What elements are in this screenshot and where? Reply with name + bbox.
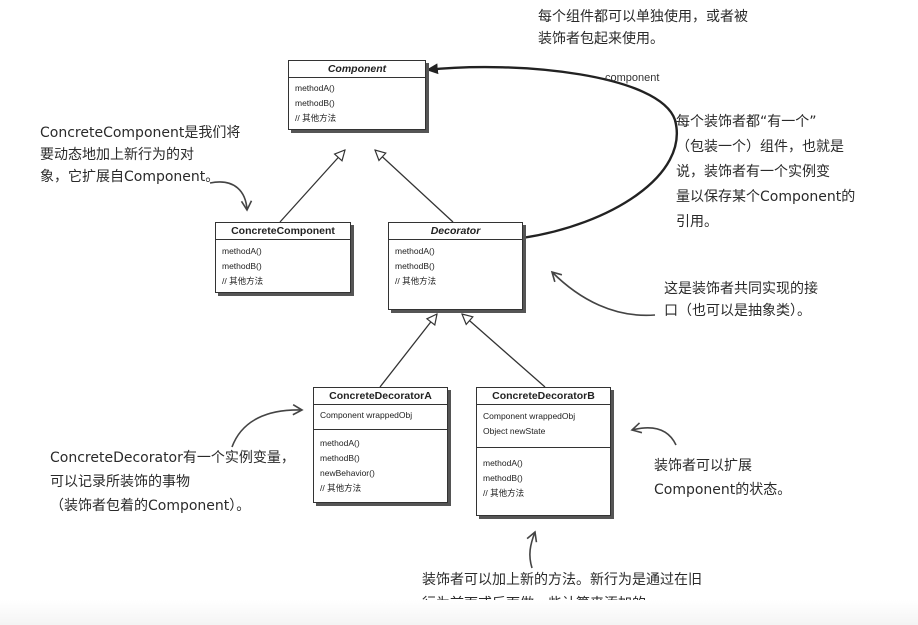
- method: methodB(): [320, 453, 360, 463]
- bottom-shading: [0, 600, 918, 625]
- method: methodA(): [483, 458, 523, 468]
- methods-section: methodA() methodB() // 其他方法: [477, 448, 610, 515]
- class-name: ConcreteDecoratorB: [477, 388, 610, 405]
- method: // 其他方法: [295, 113, 337, 123]
- method: newBehavior(): [320, 468, 375, 478]
- inherit-decorator-to-component: [375, 150, 454, 223]
- inherit-concretecomponent-to-component: [279, 150, 345, 223]
- pointer-arrow-concretecomponent-note: [209, 181, 253, 212]
- fields-section: Component wrappedObj Object newState: [477, 405, 610, 448]
- methods-section: methodA() methodB() // 其他方法: [289, 78, 425, 129]
- note-line: 这是装饰者共同实现的接: [664, 281, 818, 297]
- methods-section: methodA() methodB() newBehavior() // 其他方…: [314, 430, 447, 502]
- field: Component wrappedObj: [320, 410, 413, 420]
- method: methodB(): [295, 98, 335, 108]
- note-line: 每个组件都可以单独使用，或者被: [538, 9, 748, 25]
- method: // 其他方法: [222, 276, 264, 286]
- pointer-arrow-decoratora-note: [231, 404, 304, 448]
- class-name: ConcreteDecoratorA: [314, 388, 447, 405]
- pointer-arrow-decorator-interface-note: [550, 270, 656, 317]
- note-decorator-has-a: 每个装饰者都“有一个” （包装一个）组件，也就是 说，装饰者有一个实例变 量以保…: [676, 110, 855, 235]
- methods-section: methodA() methodB() // 其他方法: [216, 240, 350, 292]
- class-component: Component methodA() methodB() // 其他方法: [288, 60, 426, 130]
- note-line: 象，它扩展自Component。: [40, 169, 220, 185]
- method: // 其他方法: [395, 276, 437, 286]
- method: methodA(): [222, 246, 262, 256]
- method: methodB(): [483, 473, 523, 483]
- note-top: 每个组件都可以单独使用，或者被 装饰者包起来使用。: [538, 6, 748, 50]
- note-line: 要动态地加上新行为的对: [40, 147, 194, 163]
- note-line: 每个装饰者都“有一个”: [676, 114, 817, 130]
- methods-section: methodA() methodB() // 其他方法: [389, 240, 522, 309]
- method: methodA(): [395, 246, 435, 256]
- method: // 其他方法: [483, 488, 525, 498]
- class-decorator: Decorator methodA() methodB() // 其他方法: [388, 222, 523, 310]
- note-line: （装饰者包着的Component）。: [50, 498, 251, 514]
- note-line: 量以保存某个Component的: [676, 189, 856, 205]
- method: methodA(): [320, 438, 360, 448]
- class-concrete-decorator-a: ConcreteDecoratorA Component wrappedObj …: [313, 387, 448, 503]
- note-line: 说，装饰者有一个实例变: [676, 164, 830, 180]
- note-concrete-decorator-a: ConcreteDecorator有一个实例变量， 可以记录所装饰的事物 （装饰…: [50, 446, 295, 518]
- note-line: 口（也可以是抽象类）。: [664, 303, 811, 319]
- class-name: ConcreteComponent: [216, 223, 350, 240]
- method: methodA(): [295, 83, 335, 93]
- note-concrete-decorator-b: 装饰者可以扩展 Component的状态。: [654, 454, 791, 502]
- class-concrete-component: ConcreteComponent methodA() methodB() //…: [215, 222, 351, 293]
- class-concrete-decorator-b: ConcreteDecoratorB Component wrappedObj …: [476, 387, 611, 516]
- note-concrete-component: ConcreteComponent是我们将 要动态地加上新行为的对 象，它扩展自…: [40, 122, 240, 188]
- note-line: 可以记录所装饰的事物: [50, 474, 190, 490]
- note-line: Component的状态。: [654, 482, 792, 498]
- class-name: Decorator: [389, 223, 522, 240]
- association-decorator-to-component: [425, 63, 678, 240]
- class-name: Component: [289, 61, 425, 78]
- note-line: ConcreteDecorator有一个实例变量，: [50, 450, 295, 466]
- field: Object newState: [483, 426, 546, 436]
- note-line: ConcreteComponent是我们将: [40, 125, 241, 141]
- pointer-arrow-bottom-note: [526, 530, 538, 569]
- note-decorator-interface: 这是装饰者共同实现的接 口（也可以是抽象类）。: [664, 278, 818, 322]
- method: methodB(): [395, 261, 435, 271]
- field: Component wrappedObj: [483, 411, 576, 421]
- note-line: （包装一个）组件，也就是: [676, 139, 844, 155]
- note-line: 装饰者包起来使用。: [538, 31, 664, 47]
- inherit-decoratorb-to-decorator: [462, 314, 546, 388]
- inherit-decoratora-to-decorator: [379, 314, 437, 388]
- method: methodB(): [222, 261, 262, 271]
- association-label: component: [605, 72, 660, 84]
- pointer-arrow-decoratorb-note: [630, 422, 677, 446]
- note-line: 装饰者可以加上新的方法。新行为是通过在旧: [422, 572, 702, 588]
- note-line: 装饰者可以扩展: [654, 458, 752, 474]
- fields-section: Component wrappedObj: [314, 405, 447, 430]
- method: // 其他方法: [320, 483, 362, 493]
- note-line: 引用。: [676, 214, 718, 230]
